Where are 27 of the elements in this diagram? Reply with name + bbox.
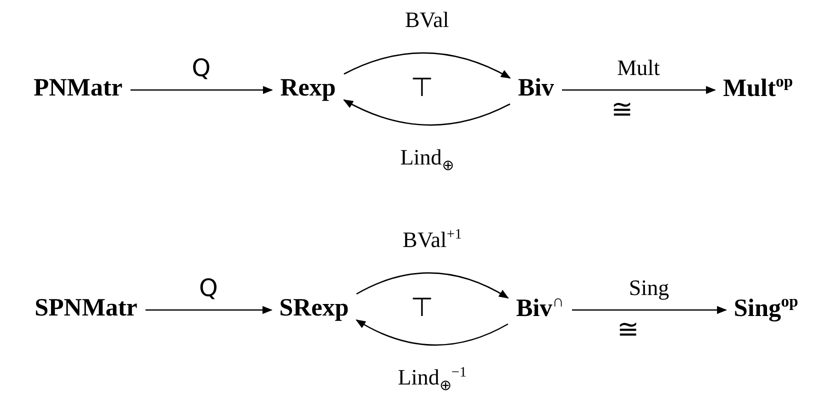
math-symbol: ≅ (617, 317, 639, 343)
edge-label: Sing (628, 276, 670, 300)
category-name: Sing$^{op}$ (734, 294, 798, 322)
arrow (356, 319, 508, 346)
edge-label: Lind$_{⊕}$ (400, 145, 454, 175)
category-name: Biv$^{∩}$ (516, 294, 564, 322)
arrow (344, 52, 511, 79)
arrow (130, 86, 273, 94)
category-name: Mult$^{op}$ (723, 74, 793, 102)
category-name: PNMatr (34, 74, 122, 102)
category-name: Rexp (280, 74, 336, 102)
edge-label: Q (192, 54, 211, 82)
edge-label: BVal$^{+1}$ (402, 228, 462, 252)
math-symbol: ⊤ (410, 75, 434, 101)
arrow (343, 99, 510, 126)
edge-label: BVal (405, 8, 449, 32)
arrow (562, 86, 716, 94)
edge-label: Q (199, 274, 218, 302)
math-symbol: ≅ (611, 97, 633, 123)
category-name: SRexp (279, 294, 349, 322)
arrow (356, 272, 509, 299)
arrow (146, 306, 272, 314)
category-name: Biv (518, 74, 554, 102)
math-symbol: ⊤ (410, 295, 434, 321)
edge-label: Mult (617, 56, 660, 80)
arrow (572, 306, 727, 314)
category-name: SPNMatr (34, 294, 138, 322)
